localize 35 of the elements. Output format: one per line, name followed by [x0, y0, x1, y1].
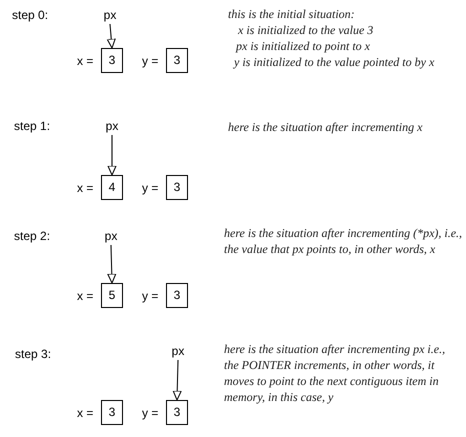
pointer-label: px [98, 8, 122, 22]
description-text: y is initialized to the value pointed to by x [234, 54, 434, 70]
variable-label: x = [77, 181, 94, 195]
arrow [106, 24, 116, 48]
variable-label: y = [142, 181, 158, 195]
variable-label: x = [77, 289, 94, 303]
variable-label: x = [77, 54, 94, 68]
pointer-label: px [166, 344, 190, 358]
value-box: 3 [166, 175, 188, 200]
step-label: step 0: [12, 8, 48, 22]
step-label: step 2: [14, 229, 50, 243]
description-text: here is the situation after incrementing px i.e., the POINTER increments, in other words, it moves to point to the next contiguous item in memory, in this case, y [224, 341, 446, 405]
value-box: 3 [166, 283, 188, 308]
variable-label: y = [142, 289, 158, 303]
value-box: 3 [166, 48, 188, 73]
arrow [172, 360, 182, 400]
arrow [107, 244, 116, 284]
description-text: x is initialized to the value 3 [238, 22, 374, 38]
step-label: step 1: [14, 119, 50, 133]
pointer-label: px [99, 229, 123, 243]
variable-label: y = [142, 406, 158, 420]
value-box: 3 [101, 400, 123, 425]
pointer-label: px [100, 119, 124, 133]
value-box: 3 [166, 400, 188, 425]
description-text: px is initialized to point to x [236, 38, 370, 54]
value-box: 4 [101, 175, 123, 200]
variable-label: x = [77, 406, 94, 420]
description-text: this is the initial situation: [228, 6, 355, 22]
arrow [108, 134, 116, 176]
value-box: 3 [101, 48, 123, 73]
description-text: here is the situation after incrementing x [228, 119, 424, 135]
description-text: here is the situation after incrementing (*px), i.e., the value that px points to, in other words, x [224, 225, 464, 257]
value-box: 5 [101, 283, 123, 308]
step-label: step 3: [15, 347, 52, 361]
variable-label: y = [142, 54, 158, 68]
